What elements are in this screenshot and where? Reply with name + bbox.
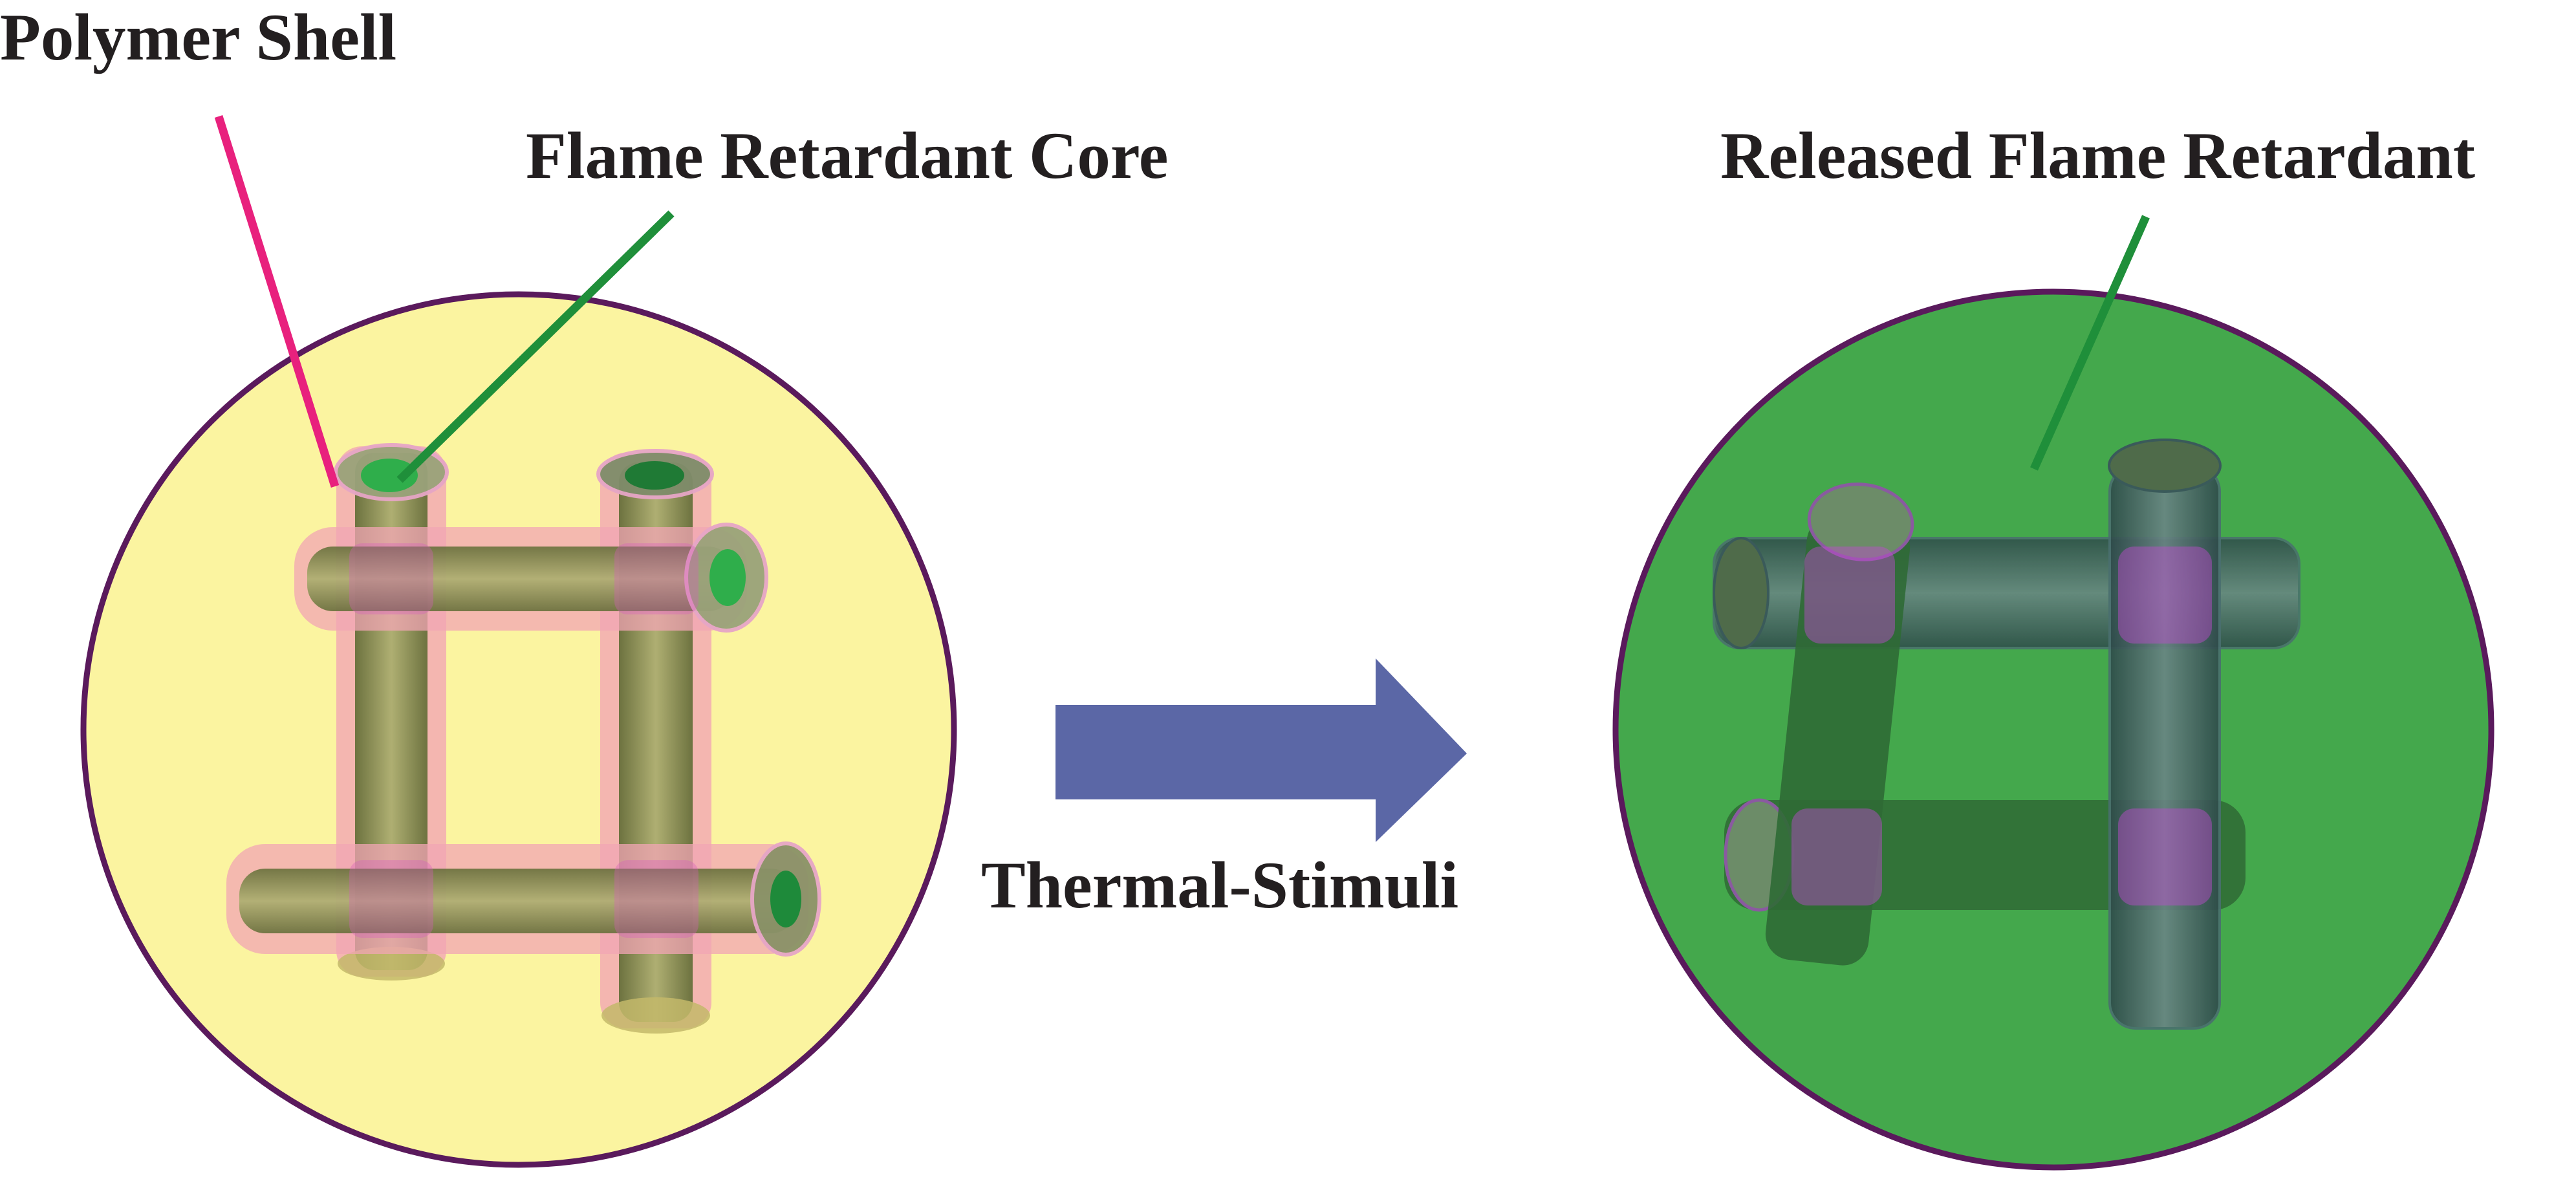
fiber-horizontal-bottom [226,841,821,957]
core-end-green [770,871,801,927]
empty-tube-vertical-right [2108,439,2222,1030]
flame-retardant-core-label: Flame Retardant Core [526,119,1169,193]
core-end-dark [625,461,684,490]
polymer-shell-pointer [214,115,340,488]
released-flame-retardant-pointer [2030,215,2150,471]
core-end-green [361,459,418,492]
right-released-panel [1612,215,2495,1171]
fiber-horizontal-top [294,523,768,633]
released-flame-retardant-label: Released Flame Retardant [1720,119,2476,193]
thermal-stimuli-arrow [1055,658,1467,842]
junction-highlights [1791,547,2212,905]
left-matrix-circle [80,291,957,1168]
polymer-shell-label: Polymer Shell [0,1,397,74]
right-empty-tube-network [1713,439,2300,1030]
thermal-stimuli-label: Thermal-Stimuli [981,849,1459,922]
flame-retardant-core-pointer [396,210,675,483]
empty-tube-vertical-left [1765,482,1914,966]
core-end-green [709,549,746,606]
left-encapsulated-panel [80,115,957,1168]
left-fiber-network [226,443,821,1034]
junction-highlights [349,543,698,938]
